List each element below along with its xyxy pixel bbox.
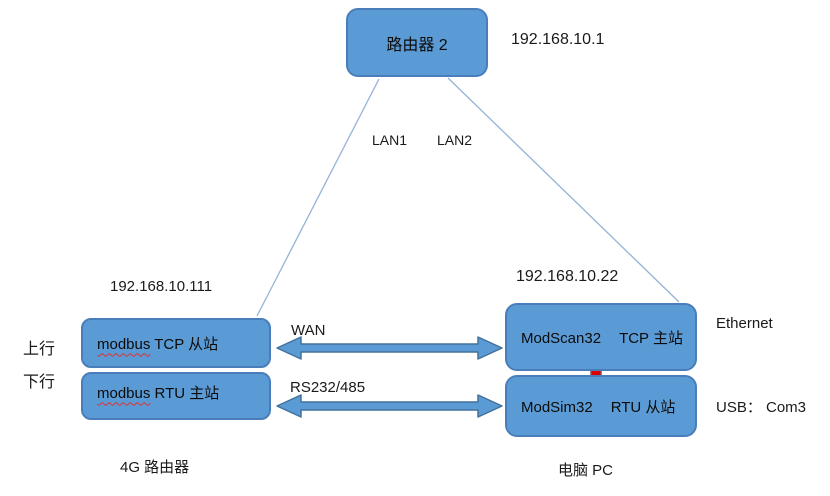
uplink-label: 上行	[23, 341, 56, 358]
right-device-ip-label: 192.168.10.22	[516, 268, 619, 285]
downlink-label: 下行	[23, 374, 56, 391]
ethernet-label: Ethernet	[716, 315, 773, 332]
node-modbus-tcp-slave-label: modbus TCP 从站	[97, 335, 219, 353]
lan2-line	[447, 77, 680, 303]
lan1-label: LAN1	[372, 132, 408, 148]
node-router2: 路由器 2	[346, 8, 488, 77]
left-device-caption: 4G 路由器	[120, 459, 190, 476]
node-modbus-rtu-master: modbus RTU 主站	[81, 372, 271, 420]
node-modbus-tcp-slave: modbus TCP 从站	[81, 318, 271, 368]
node-router2-label: 路由器 2	[386, 36, 448, 54]
lan1-line	[256, 78, 380, 317]
wan-label: WAN	[291, 322, 326, 339]
serial-label: RS232/485	[290, 379, 366, 396]
lan2-label: LAN2	[437, 132, 473, 148]
node-modbus-rtu-master-label: modbus RTU 主站	[97, 384, 220, 402]
right-device-caption: 电脑 PC	[558, 462, 614, 479]
router2-ip-label: 192.168.10.1	[511, 31, 605, 48]
left-device-ip-label: 192.168.10.111	[110, 278, 213, 295]
serial-double-arrow	[276, 394, 503, 418]
wan-double-arrow	[276, 336, 503, 360]
usb-com3-label: USB： Com3	[716, 399, 807, 416]
